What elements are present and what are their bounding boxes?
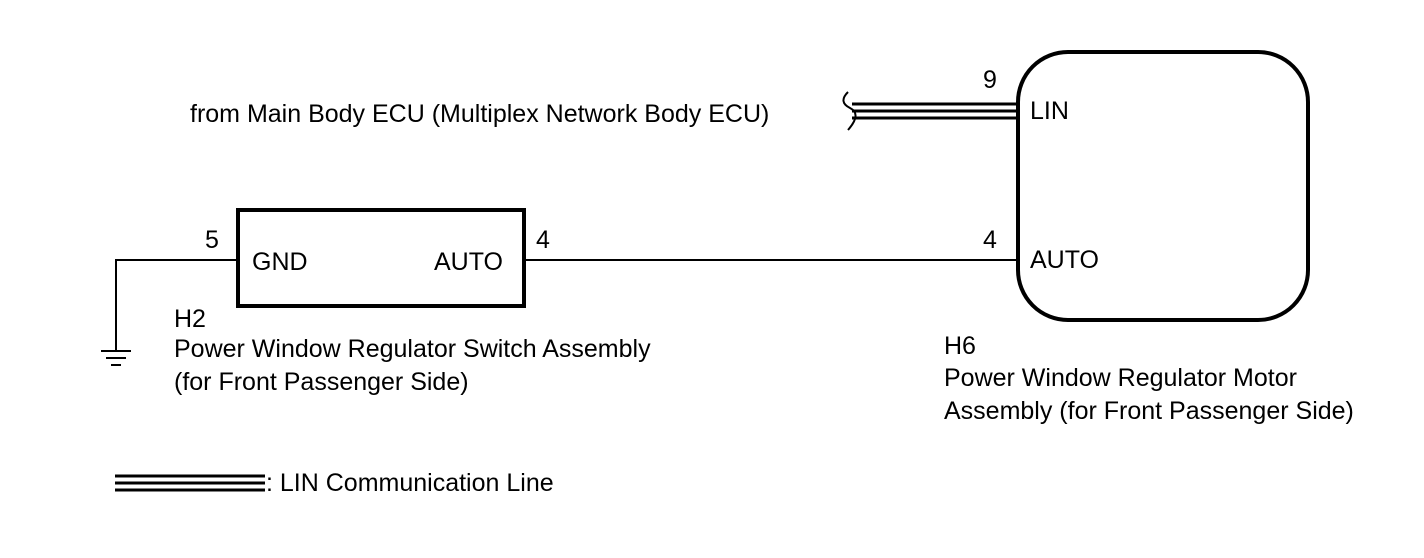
lin-communication-line	[852, 102, 1018, 120]
switch-gnd-pin-number: 5	[205, 226, 219, 254]
source-ecu-label: from Main Body ECU (Multiplex Network Bo…	[190, 100, 769, 128]
motor-lin-pin-number: 9	[983, 66, 997, 94]
motor-auto-pin-number: 4	[983, 226, 997, 254]
switch-auto-pin-number: 4	[536, 226, 550, 254]
switch-assembly-box	[236, 208, 526, 308]
switch-assembly-code: H2	[174, 305, 206, 333]
motor-assembly-box	[1016, 50, 1310, 322]
switch-auto-terminal-label: AUTO	[434, 248, 503, 276]
switch-assembly-name-line2: (for Front Passenger Side)	[174, 368, 469, 396]
ground-icon	[101, 350, 131, 366]
switch-gnd-terminal-label: GND	[252, 248, 308, 276]
motor-lin-terminal-label: LIN	[1030, 97, 1069, 125]
motor-assembly-name-line1: Power Window Regulator Motor	[944, 364, 1297, 392]
wire-break-symbol	[842, 91, 857, 131]
motor-auto-terminal-label: AUTO	[1030, 246, 1099, 274]
legend-lin-line-sample	[115, 474, 265, 492]
motor-assembly-code: H6	[944, 332, 976, 360]
ground-wire	[115, 259, 238, 350]
switch-assembly-name-line1: Power Window Regulator Switch Assembly	[174, 335, 651, 363]
legend-lin-line-label: : LIN Communication Line	[266, 469, 554, 497]
motor-assembly-name-line2: Assembly (for Front Passenger Side)	[944, 397, 1354, 425]
